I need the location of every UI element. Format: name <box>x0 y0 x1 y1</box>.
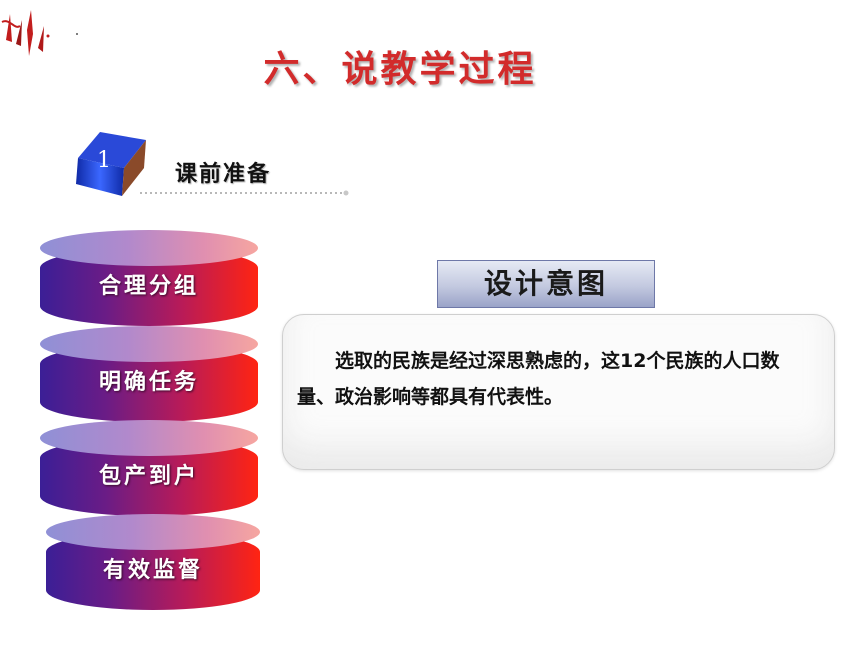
step-number: 1 <box>97 148 111 173</box>
slide-title: 六、说教学过程 <box>263 49 537 90</box>
dotted-divider <box>140 190 349 196</box>
step-label: 有效监督 <box>102 558 203 583</box>
design-intent-box: 选取的民族是经过深思熟虑的，这12个民族的人口数量、政治影响等都具有代表性。 <box>282 314 835 470</box>
section-heading: 课前准备 <box>175 162 272 187</box>
step-cylinder-supervise: 有效监督 <box>46 514 260 610</box>
cylinder-top <box>40 230 258 266</box>
cylinder-top <box>40 326 258 362</box>
step-label: 合理分组 <box>98 274 199 299</box>
numbered-cube-icon <box>76 132 146 196</box>
step-cylinder-assign: 包产到户 <box>40 420 258 516</box>
design-intent-title: 设计意图 <box>437 260 655 308</box>
design-intent-text: 选取的民族是经过深思熟虑的，这12个民族的人口数量、政治影响等都具有代表性。 <box>297 350 780 408</box>
cylinder-top <box>46 514 260 550</box>
step-cylinder-task: 明确任务 <box>40 326 258 422</box>
brush-decoration-icon <box>1 10 78 56</box>
step-label: 包产到户 <box>98 464 199 489</box>
step-label: 明确任务 <box>98 370 199 395</box>
step-cylinder-group: 合理分组 <box>40 230 258 326</box>
cylinder-top <box>40 420 258 456</box>
